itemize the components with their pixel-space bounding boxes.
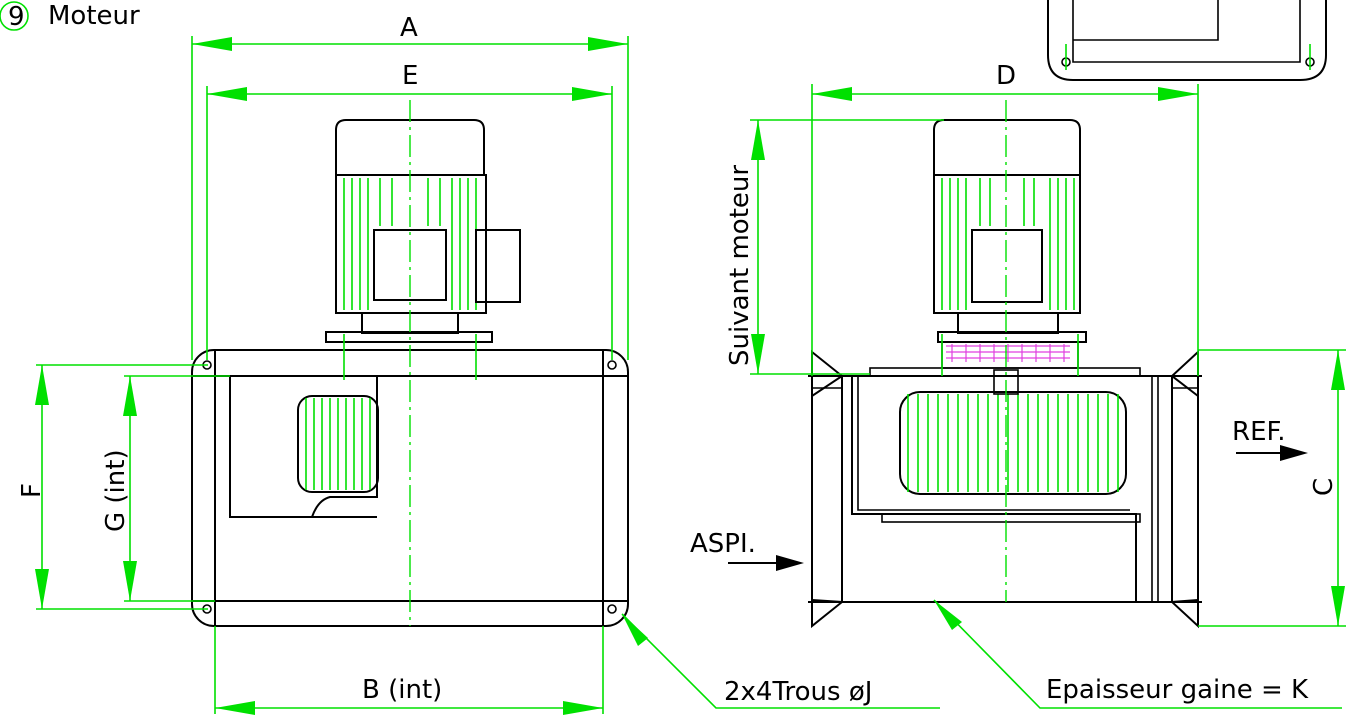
top-view-partial <box>1047 0 1327 81</box>
dim-B-label: B (int) <box>362 675 442 705</box>
left-view <box>191 100 629 627</box>
legend-number: 9 <box>8 2 25 32</box>
dim-C-label: C <box>1309 478 1339 496</box>
motor-fins-left <box>343 178 477 310</box>
left-dimensions: A E B (int) F G (int) 2x4Trous øJ <box>17 13 940 715</box>
coupling-hatch <box>946 344 1070 362</box>
holes-label: 2x4Trous øJ <box>724 677 872 707</box>
epaisseur-label: Epaisseur gaine = K <box>1046 675 1309 705</box>
aspi-arrow <box>776 555 804 571</box>
aspi-label: ASPI. <box>690 529 756 559</box>
dim-suivant-label: Suivant moteur <box>725 165 755 366</box>
dim-G-label: G (int) <box>101 449 131 532</box>
dim-F-label: F <box>17 483 47 498</box>
right-dimensions: D Suivant moteur C ASPI. REF. Epaisseur … <box>690 61 1346 709</box>
legend-circle <box>0 1 29 31</box>
motor-fins-right <box>941 178 1075 310</box>
right-view <box>808 100 1202 629</box>
impeller-fins-left <box>305 398 371 490</box>
legend-text: Moteur <box>48 1 140 31</box>
legend: 9 Moteur <box>0 1 140 32</box>
dim-E-label: E <box>402 61 418 91</box>
dim-D-label: D <box>996 61 1016 91</box>
dim-A-label: A <box>400 13 418 43</box>
ref-label: REF. <box>1232 417 1286 447</box>
impeller-fins-right <box>907 394 1119 492</box>
ref-arrow <box>1280 445 1308 461</box>
